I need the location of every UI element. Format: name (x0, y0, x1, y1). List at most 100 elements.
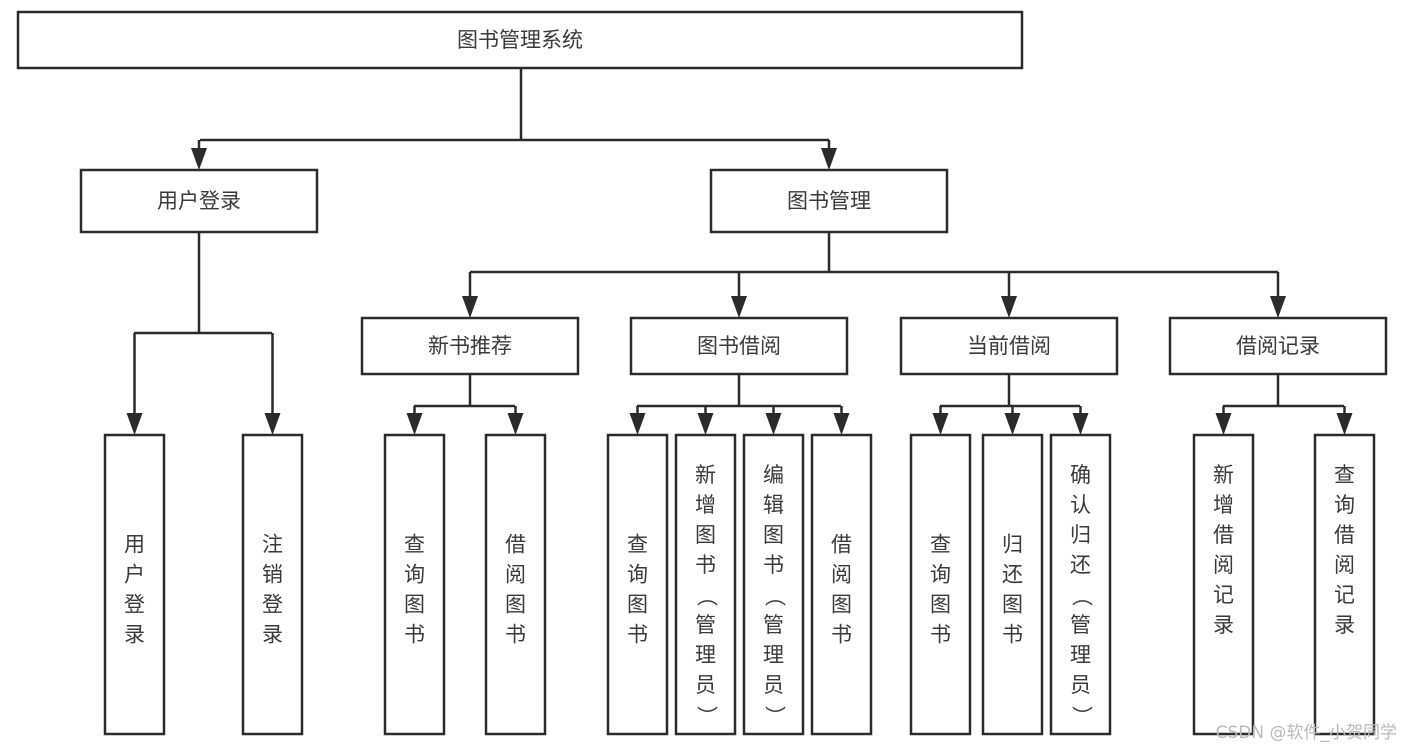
arrowhead-leaf-bw-add (697, 413, 714, 435)
node-label-bookmgmt: 图书管理 (787, 189, 871, 213)
node-leaf-rc-query[interactable]: 查询借阅记录查询借阅记录 (1313, 433, 1376, 736)
node-label-char: 理 (1070, 643, 1091, 667)
node-label-char: 借 (1334, 523, 1355, 547)
node-layer: 图书管理系统用户登录图书管理新书推荐图书借阅当前借阅借阅记录用户登录用户登录注销… (16, 10, 1388, 736)
node-box-leaf-cu-return[interactable] (981, 433, 1044, 736)
node-label-char: 员 (763, 673, 784, 697)
node-box-leaf-rc-add[interactable] (1192, 433, 1255, 736)
node-label-char: 书 (763, 553, 784, 577)
node-label-root: 图书管理系统 (457, 28, 583, 52)
node-box-root[interactable] (16, 10, 1024, 70)
node-label-char: 图 (505, 593, 526, 617)
node-label-char: 员 (695, 673, 716, 697)
node-box-leaf-bw-edit[interactable] (742, 433, 805, 736)
node-label-char: 记 (1213, 583, 1234, 607)
node-box-leaf-nb-borrow[interactable] (484, 433, 547, 736)
node-leaf-cu-return[interactable]: 归还图书归还图书 (981, 433, 1044, 736)
node-label-char: 图 (831, 593, 852, 617)
arrowhead-leaf-nb-query (406, 413, 423, 435)
node-box-newbook[interactable] (360, 316, 580, 376)
node-label-char: 查 (404, 533, 425, 557)
node-label-char: 书 (1002, 623, 1023, 647)
node-label-char: 录 (1334, 613, 1355, 637)
node-login[interactable]: 用户登录 (79, 168, 319, 234)
node-label-char: 销 (262, 563, 283, 587)
node-label-char: 确 (1070, 463, 1091, 487)
node-label-char: 图 (763, 523, 784, 547)
node-box-leaf-bw-query[interactable] (606, 433, 669, 736)
node-label-char: 增 (1213, 493, 1234, 517)
node-leaf-user-login[interactable]: 用户登录用户登录 (103, 433, 166, 736)
node-label-char: 阅 (505, 563, 526, 587)
node-label-current: 当前借阅 (967, 334, 1051, 358)
node-leaf-cu-query[interactable]: 查询图书查询图书 (909, 433, 972, 736)
node-leaf-bw-query[interactable]: 查询图书查询图书 (606, 433, 669, 736)
node-label-char: 图 (404, 593, 425, 617)
node-label-char: 图 (930, 593, 951, 617)
node-label-char: 编 (763, 463, 784, 487)
node-label-char: 询 (1334, 493, 1355, 517)
node-records[interactable]: 借阅记录 (1168, 316, 1388, 376)
node-label-char: 员 (1070, 673, 1091, 697)
node-label-char: （ (1070, 586, 1094, 607)
arrowhead-records (1270, 296, 1286, 318)
node-label-char: 阅 (1334, 553, 1355, 577)
node-label-char: 归 (1002, 533, 1023, 557)
node-label-char: 询 (930, 563, 951, 587)
node-label-char: 新 (695, 463, 716, 487)
node-current[interactable]: 当前借阅 (899, 316, 1119, 376)
node-newbook[interactable]: 新书推荐 (360, 316, 580, 376)
node-label-char: 注 (262, 533, 283, 557)
node-label-char: 还 (1070, 553, 1091, 577)
node-label-char: ） (695, 706, 719, 727)
node-label-char: 辑 (763, 493, 784, 517)
node-label-char: ） (1070, 706, 1094, 727)
node-box-leaf-nb-query[interactable] (383, 433, 446, 736)
node-label-borrow: 图书借阅 (697, 334, 781, 358)
node-box-leaf-cu-query[interactable] (909, 433, 972, 736)
arrowhead-leaf-bw-edit (765, 413, 782, 435)
node-box-borrow[interactable] (629, 316, 849, 376)
node-label-char: （ (695, 586, 719, 607)
node-borrow[interactable]: 图书借阅 (629, 316, 849, 376)
node-leaf-nb-query[interactable]: 查询图书查询图书 (383, 433, 446, 736)
node-label-char: 用 (124, 533, 145, 557)
node-label-char: 借 (831, 533, 852, 557)
node-box-records[interactable] (1168, 316, 1388, 376)
arrowhead-leaf-logout (264, 413, 281, 435)
node-box-current[interactable] (899, 316, 1119, 376)
node-box-leaf-user-login[interactable] (103, 433, 166, 736)
arrowhead-leaf-nb-borrow (507, 413, 524, 435)
node-box-leaf-cu-confirm[interactable] (1049, 433, 1112, 736)
node-leaf-logout[interactable]: 注销登录注销登录 (241, 433, 304, 736)
arrowhead-current (1001, 296, 1017, 318)
node-label-char: 新 (1213, 463, 1234, 487)
node-box-leaf-logout[interactable] (241, 433, 304, 736)
arrowhead-login (191, 148, 207, 170)
node-label-char: 认 (1070, 493, 1091, 517)
node-box-leaf-rc-query[interactable] (1313, 433, 1376, 736)
node-label-char: 登 (124, 593, 145, 617)
node-box-leaf-bw-add[interactable] (674, 433, 737, 736)
node-label-newbook: 新书推荐 (428, 334, 512, 358)
node-root[interactable]: 图书管理系统 (16, 10, 1024, 70)
arrowhead-leaf-rc-add (1215, 413, 1232, 435)
arrowhead-newbook (462, 296, 478, 318)
arrowhead-leaf-cu-query (932, 413, 949, 435)
node-leaf-bw-borrow[interactable]: 借阅图书借阅图书 (810, 433, 873, 736)
node-label-char: 归 (1070, 523, 1091, 547)
node-label-char: 管 (695, 613, 716, 637)
node-box-login[interactable] (79, 168, 319, 234)
node-leaf-rc-add[interactable]: 新增借阅记录新增借阅记录 (1192, 433, 1255, 736)
node-label-login: 用户登录 (157, 189, 241, 213)
node-box-leaf-bw-borrow[interactable] (810, 433, 873, 736)
node-leaf-nb-borrow[interactable]: 借阅图书借阅图书 (484, 433, 547, 736)
node-label-char: 书 (505, 623, 526, 647)
node-bookmgmt[interactable]: 图书管理 (709, 168, 949, 234)
node-box-bookmgmt[interactable] (709, 168, 949, 234)
